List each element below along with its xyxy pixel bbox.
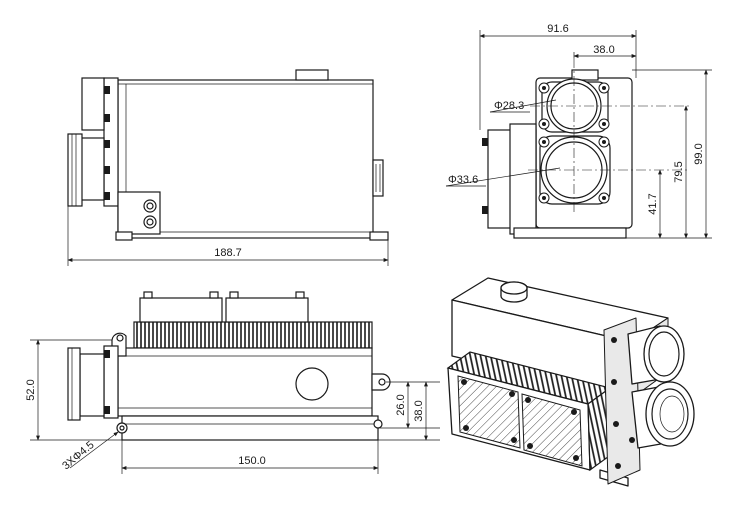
- top-mount-ear-right: [371, 373, 391, 391]
- front-side-plate: [509, 123, 537, 235]
- iso-fan-grill-left: [457, 375, 521, 449]
- iso-lower-lens: [645, 381, 695, 447]
- dim-overall-width: 91.6: [547, 23, 568, 35]
- iso-flange-bolts: [611, 337, 635, 469]
- dim-large-diameter: Φ33.6: [448, 174, 478, 186]
- iso-upper-lens: [643, 325, 685, 383]
- front-top-tab: [571, 69, 599, 81]
- side-upper-housing: [81, 77, 105, 131]
- side-connector-block: [117, 191, 161, 235]
- top-fan-cover-left: [139, 297, 223, 323]
- dim-hole-callout: 3XΦ4.5: [60, 439, 96, 472]
- iso-fan-bolts: [461, 379, 579, 461]
- dim-mount-spacing: 150.0: [238, 455, 266, 467]
- iso-fan-grill-right: [521, 393, 583, 467]
- top-view: 52.0 26.0 38.0 150.0 3XΦ4.5: [25, 291, 440, 474]
- iso-top-knob: [500, 281, 528, 295]
- top-round-window: [295, 367, 329, 401]
- dim-hole-offset-large: 38.0: [413, 400, 425, 421]
- front-bolts: [538, 82, 610, 204]
- side-top-knob: [295, 69, 329, 81]
- dim-overall-length: 188.7: [214, 247, 242, 259]
- side-flange-bolts: [104, 86, 110, 200]
- side-connector-lower: [143, 215, 157, 229]
- front-view: 91.6 38.0 Φ28.3 Φ33.6 99.0 79.5 41.7: [445, 23, 712, 239]
- dim-small-diameter: Φ28.3: [494, 100, 524, 112]
- dim-overall-height: 99.0: [693, 143, 705, 164]
- side-view: 188.7: [67, 69, 389, 266]
- side-connector-upper: [143, 199, 157, 213]
- side-foot-right: [369, 231, 389, 241]
- isometric-view: [446, 277, 695, 487]
- side-lens-ring: [67, 133, 83, 207]
- dim-hole-offset-small: 26.0: [395, 394, 407, 415]
- top-base-plate: [121, 415, 379, 441]
- top-heatsink-fins: [133, 321, 373, 349]
- side-right-connector: [372, 159, 384, 197]
- top-fan-cover-right: [225, 297, 309, 323]
- dim-top-height: 52.0: [25, 379, 37, 400]
- front-base: [513, 227, 627, 239]
- top-lens-ring: [67, 347, 81, 421]
- dim-offset-width: 38.0: [593, 44, 614, 56]
- top-main-body: [117, 347, 373, 417]
- top-lens-housing: [79, 353, 105, 417]
- dim-upper-center-height: 79.5: [673, 161, 685, 182]
- dim-lower-center-height: 41.7: [647, 193, 659, 214]
- side-foot-left: [115, 231, 133, 241]
